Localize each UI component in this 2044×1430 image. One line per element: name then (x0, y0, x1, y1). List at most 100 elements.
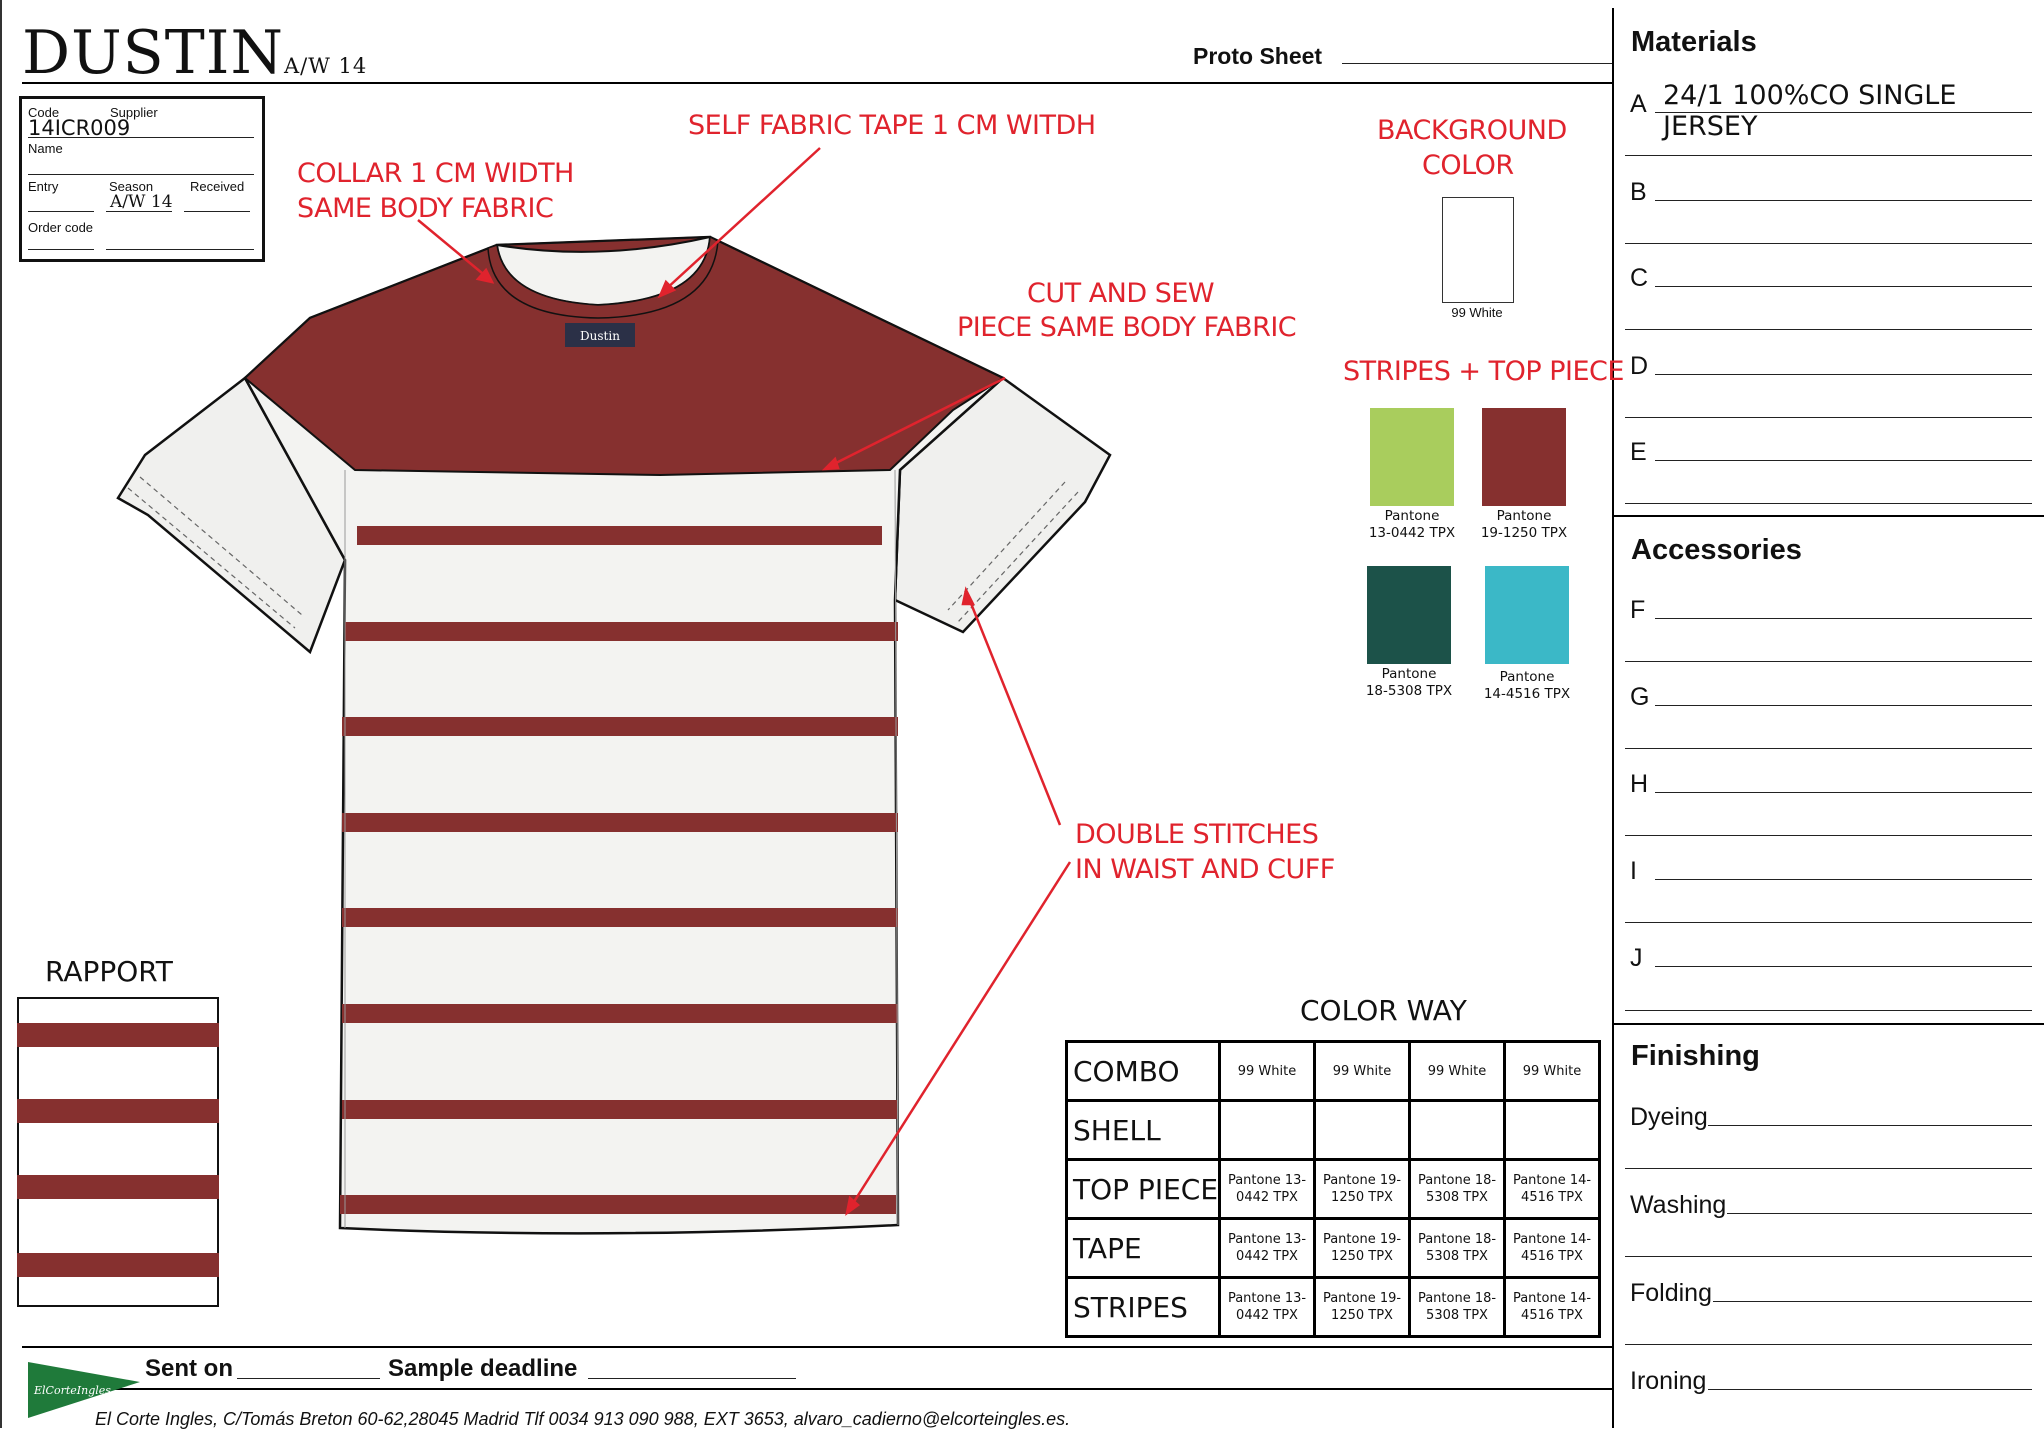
color-way-row-stripes: STRIPES Pantone 13-0442 TPX Pantone 19-1… (1065, 1276, 1601, 1338)
sample-deadline-label: Sample deadline (388, 1355, 578, 1382)
stripe-8 (340, 1195, 896, 1214)
order-code-field-line-2[interactable] (106, 249, 254, 250)
accessory-j-line2 (1625, 1010, 2032, 1011)
color-way-row-label: STRIPES (1065, 1276, 1221, 1338)
color-way-table: COMBO 99 White 99 White 99 White 99 Whit… (1065, 1040, 1601, 1338)
color-way-cell: 99 White (1503, 1040, 1601, 1102)
footer-rule-mid (95, 1388, 1612, 1390)
accessory-letter-j: J (1630, 944, 1643, 972)
body-stripes (340, 526, 898, 1214)
brand-season: A/W 14 (284, 54, 368, 78)
neck-label-text: Dustin (580, 329, 620, 343)
color-way-title: COLOR WAY (1300, 994, 1467, 1027)
swatch-13-0442-label: Pantone 13-0442 TPX (1357, 508, 1467, 542)
color-way-cell: Pantone 19-1250 TPX (1313, 1158, 1411, 1220)
swatch-18-5308 (1367, 566, 1451, 664)
background-color-title-2: COLOR (1422, 150, 1514, 181)
arrow-double-cuff-head (961, 586, 976, 606)
season-field-line[interactable] (106, 211, 172, 212)
accessory-letter-i: I (1630, 857, 1637, 885)
color-way-cell (1218, 1099, 1316, 1161)
info-box: Code Supplier 14ICR009 Name Entry Season… (19, 96, 265, 262)
swatch-14-4516 (1485, 566, 1569, 664)
el-corte-ingles-logo: ElCorteIngles (28, 1362, 140, 1418)
accessory-g-field[interactable] (1655, 705, 2032, 706)
received-field-line[interactable] (184, 211, 250, 212)
color-way-row-top-piece: TOP PIECE Pantone 13-0442 TPX Pantone 19… (1065, 1158, 1601, 1220)
left-page-border (0, 0, 2, 1428)
neck-label (565, 323, 635, 347)
material-a-value: 24/1 100%CO SINGLE JERSEY (1663, 80, 1957, 142)
color-way-cell (1408, 1099, 1506, 1161)
color-way-cell: Pantone 14-4516 TPX (1503, 1158, 1601, 1220)
swatch-14-4516-label: Pantone 14-4516 TPX (1472, 669, 1582, 703)
color-way-cell: Pantone 19-1250 TPX (1313, 1217, 1411, 1279)
stripe-4 (342, 813, 898, 832)
color-way-cell: 99 White (1408, 1040, 1506, 1102)
entry-label: Entry (28, 179, 59, 194)
stripe-5 (342, 908, 898, 927)
finishing-folding-label: Folding (1630, 1279, 1712, 1307)
order-code-field-line[interactable] (28, 249, 94, 250)
material-e-line2 (1625, 503, 2032, 504)
finishing-folding-field[interactable] (1713, 1301, 2032, 1302)
top-yoke (243, 235, 1006, 477)
material-b-field[interactable] (1655, 200, 2032, 201)
finishing-ironing-field[interactable] (1708, 1389, 2032, 1390)
rapport-stripe-2 (17, 1099, 219, 1123)
accessory-i-field[interactable] (1655, 879, 2032, 880)
color-way-cell: Pantone 18-5308 TPX (1408, 1217, 1506, 1279)
swatch-18-5308-line1: Pantone (1381, 666, 1437, 682)
swatch-19-1250-line2: 19-1250 TPX (1480, 525, 1568, 541)
accessories-title: Accessories (1631, 534, 1802, 566)
accessory-f-line2 (1625, 661, 2032, 662)
code-label: Code (28, 105, 60, 120)
sample-deadline-field[interactable] (588, 1378, 796, 1379)
finishing-washing-label: Washing (1630, 1191, 1727, 1219)
header-rule (22, 82, 1612, 84)
color-way-cell: Pantone 13-0442 TPX (1218, 1158, 1316, 1220)
material-c-field[interactable] (1655, 286, 2032, 287)
accessory-letter-f: F (1630, 596, 1646, 624)
arrow-collar (417, 219, 489, 279)
footer-address: El Corte Ingles, C/Tomás Breton 60-62,28… (95, 1409, 1071, 1429)
background-color-swatch-label: 99 White (1451, 305, 1503, 320)
name-label: Name (28, 141, 63, 156)
accessory-h-line2 (1625, 835, 2032, 836)
material-letter-c: C (1630, 264, 1649, 292)
finishing-dyeing-field[interactable] (1708, 1125, 2032, 1126)
name-field-line[interactable] (28, 174, 254, 175)
rapport-stripe-1 (17, 1023, 219, 1047)
annotation-collar-2: SAME BODY FABRIC (297, 193, 554, 224)
material-letter-a: A (1630, 90, 1647, 118)
right-panel-divider (1612, 8, 1614, 1428)
color-way-cell: 99 White (1313, 1040, 1411, 1102)
finishing-ironing-label: Ironing (1630, 1367, 1707, 1395)
rapport-stripe-3 (17, 1175, 219, 1199)
accessory-j-field[interactable] (1655, 966, 2032, 967)
arrow-cut-sew-head (821, 456, 840, 471)
proto-sheet-field[interactable] (1342, 63, 1612, 64)
accessory-g-line2 (1625, 748, 2032, 749)
logo-text: ElCorteIngles (33, 1384, 111, 1397)
accessory-f-field[interactable] (1655, 618, 2032, 619)
code-field-line[interactable] (28, 137, 254, 138)
annotation-collar-1: COLLAR 1 CM WIDTH (297, 158, 574, 189)
accessory-h-field[interactable] (1655, 792, 2032, 793)
color-way-cell: Pantone 13-0442 TPX (1218, 1217, 1316, 1279)
material-d-field[interactable] (1655, 374, 2032, 375)
arrow-double-waist-head (845, 1195, 861, 1216)
arrow-collar-head (475, 267, 495, 284)
finishing-dyeing-label: Dyeing (1630, 1103, 1708, 1131)
stripe-6 (342, 1004, 898, 1023)
material-a-field[interactable] (1655, 112, 2032, 113)
material-e-field[interactable] (1655, 460, 2032, 461)
finishing-washing-field[interactable] (1727, 1213, 2032, 1214)
stripe-2 (345, 622, 898, 641)
annotation-double-1: DOUBLE STITCHES (1075, 819, 1319, 850)
color-way-cell (1503, 1099, 1601, 1161)
entry-field-line[interactable] (28, 211, 94, 212)
annotation-cut-sew-2: PIECE SAME BODY FABRIC (957, 312, 1297, 343)
color-way-row-label: TAPE (1065, 1217, 1221, 1279)
sent-on-field[interactable] (237, 1378, 380, 1379)
